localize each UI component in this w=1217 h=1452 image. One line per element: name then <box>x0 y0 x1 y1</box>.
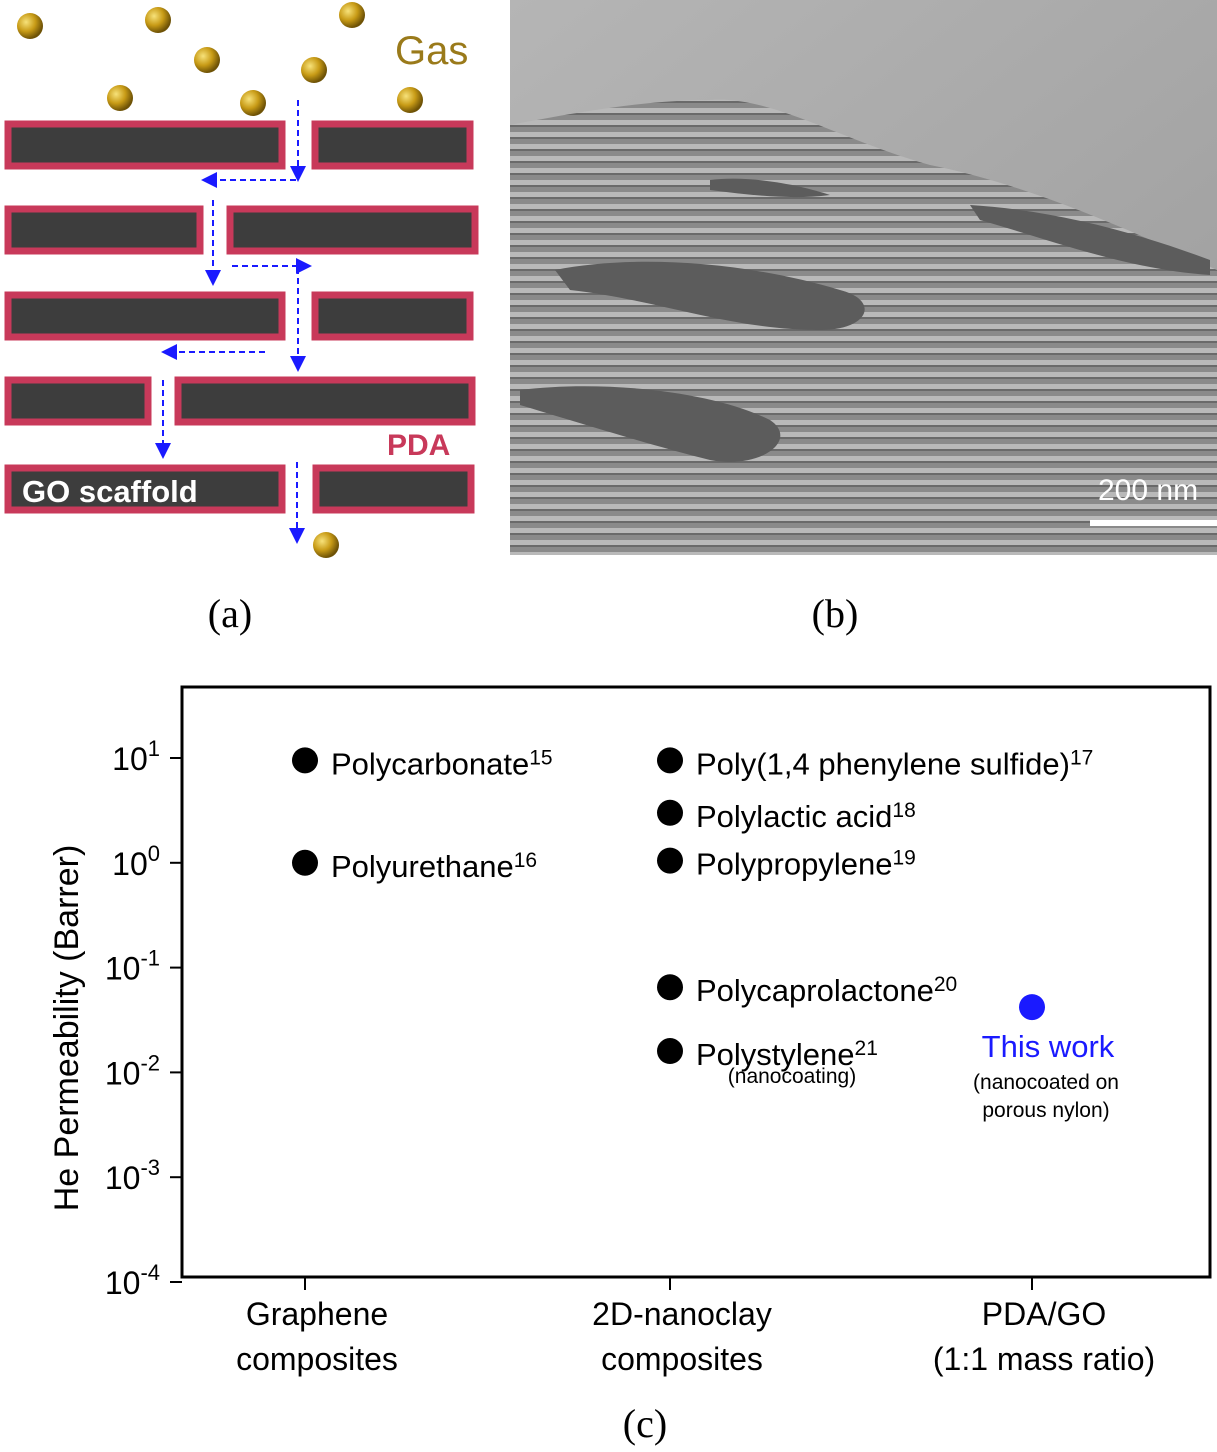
data-point-note: (nanocoating) <box>728 1065 856 1088</box>
gas-particle <box>107 85 133 111</box>
panel-c-caption: (c) <box>622 1401 668 1446</box>
data-point <box>657 974 683 1001</box>
gas-particle <box>17 13 43 39</box>
gas-particle <box>339 2 365 28</box>
x-category-label: 2D-nanoclay <box>592 1296 772 1332</box>
y-tick-label: 100 <box>112 841 160 882</box>
gas-particle <box>145 7 171 33</box>
gas-particle <box>313 532 339 558</box>
gas-particle <box>194 47 220 73</box>
data-point-label: Polylactic acid18 <box>696 799 916 834</box>
data-point <box>1019 994 1045 1021</box>
y-tick-label: 10-3 <box>105 1155 160 1196</box>
panel-b-sem-image: 200 nm <box>510 0 1217 555</box>
x-category-label: Graphene <box>246 1296 388 1332</box>
film-voids <box>520 178 1210 462</box>
go-sheet <box>4 120 286 170</box>
data-point <box>292 849 318 876</box>
panel-a-caption: (a) <box>207 591 253 636</box>
x-category-label: (1:1 mass ratio) <box>933 1341 1155 1377</box>
plot-frame <box>180 685 1212 1279</box>
go-sheet <box>312 464 475 514</box>
pda-label: PDA <box>387 429 450 462</box>
data-point <box>657 747 683 774</box>
gas-particle <box>240 90 266 116</box>
gas-particles <box>17 2 423 558</box>
go-sheet <box>4 205 204 255</box>
go-sheet <box>311 291 474 341</box>
y-tick-label: 10-2 <box>105 1050 160 1091</box>
gas-label: Gas <box>395 29 468 73</box>
panel-a-schematic: Gas PDA GO scaffold <box>4 2 479 558</box>
data-point-note: porous nylon) <box>982 1099 1109 1122</box>
go-sheet <box>4 464 286 514</box>
gas-particle <box>397 87 423 113</box>
go-scaffold-label: GO scaffold <box>22 474 198 509</box>
diffusion-path <box>155 100 312 544</box>
y-axis-ticks: 101 100 10-1 10-2 10-3 10-4 <box>105 736 182 1301</box>
y-tick-label: 101 <box>112 736 160 777</box>
go-sheet <box>4 376 152 426</box>
data-point <box>657 847 683 874</box>
data-point-label: Polyurethane16 <box>331 849 537 884</box>
y-tick-label: 10-1 <box>105 946 160 987</box>
data-point-label: Polycaprolactone20 <box>696 973 957 1008</box>
go-sheet <box>4 291 286 341</box>
panel-b-caption: (b) <box>811 591 859 636</box>
gas-particle <box>301 57 327 83</box>
y-axis-label: He Permeability (Barrer) <box>48 845 86 1212</box>
y-tick-label: 10-4 <box>105 1260 160 1301</box>
x-category-label: composites <box>236 1341 398 1377</box>
layer-stack <box>4 120 479 514</box>
data-point <box>657 1038 683 1065</box>
data-point <box>657 799 683 826</box>
permeability-chart: He Permeability (Barrer) 10110010-110-21… <box>48 685 1212 1377</box>
data-point-label: Polycarbonate15 <box>331 746 553 781</box>
x-category-label: PDA/GO <box>982 1296 1106 1332</box>
scale-bar <box>1090 520 1217 526</box>
data-point-label: This work <box>982 1029 1115 1064</box>
data-point-label: Polypropylene19 <box>696 847 916 882</box>
data-point-label: Polystylene21 <box>696 1037 878 1072</box>
x-axis-ticks: Graphene composites 2D-nanoclay composites P… <box>236 1277 1155 1377</box>
scale-bar-label: 200 nm <box>1098 474 1198 507</box>
data-point-label: Poly(1,4 phenylene sulfide)17 <box>696 746 1093 781</box>
data-point-note: (nanocoated on <box>973 1071 1119 1094</box>
go-sheet <box>311 120 474 170</box>
data-point <box>292 747 318 774</box>
x-category-label: composites <box>601 1341 763 1377</box>
go-sheet <box>226 205 479 255</box>
go-sheet <box>174 376 476 426</box>
